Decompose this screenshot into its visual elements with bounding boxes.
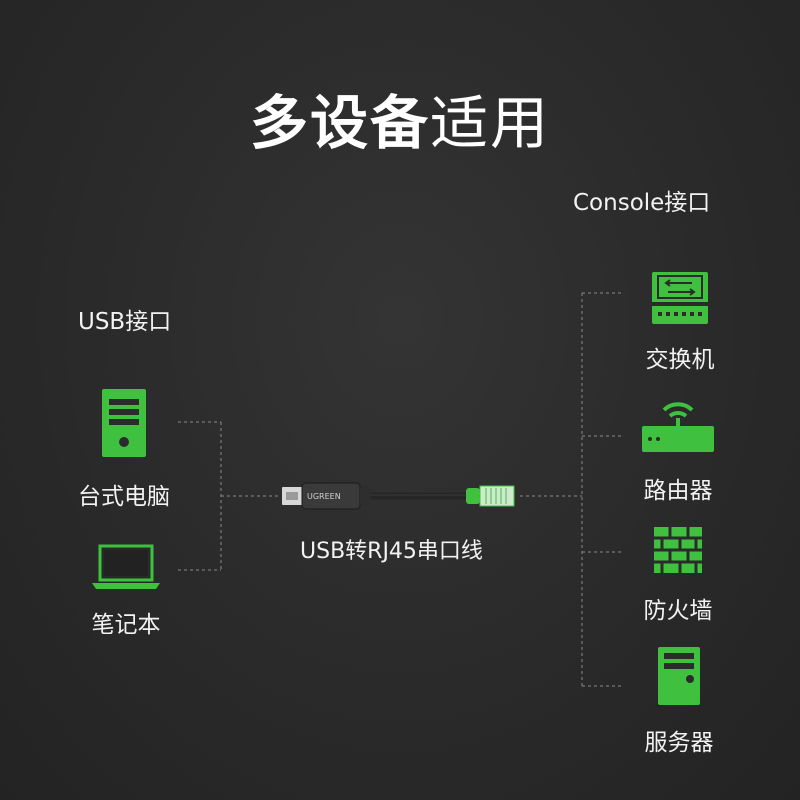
device-label-firewall: 防火墙 [643,598,713,624]
cable-image: UGREEN [282,482,515,510]
device-label-switch: 交换机 [645,347,715,373]
console-interface-label: Console接口 [573,190,711,216]
desktop-tower-icon [102,389,146,457]
cable-brand-text: UGREEN [307,492,341,501]
switch-icon [652,272,708,324]
title-light: 适用 [430,89,551,157]
cable-label: USB转RJ45串口线 [300,539,483,564]
firewall-icon [654,527,702,573]
router-icon [642,402,714,452]
server-icon [658,647,700,705]
title-bold: 多设备 [249,89,430,157]
laptop-icon [92,544,160,589]
device-label-laptop: 笔记本 [91,612,161,638]
device-label-server: 服务器 [644,730,714,756]
page-title: 多设备适用 [0,76,800,160]
device-label-desktop: 台式电脑 [78,484,170,510]
usb-interface-label: USB接口 [78,309,172,335]
device-label-router: 路由器 [643,478,713,504]
